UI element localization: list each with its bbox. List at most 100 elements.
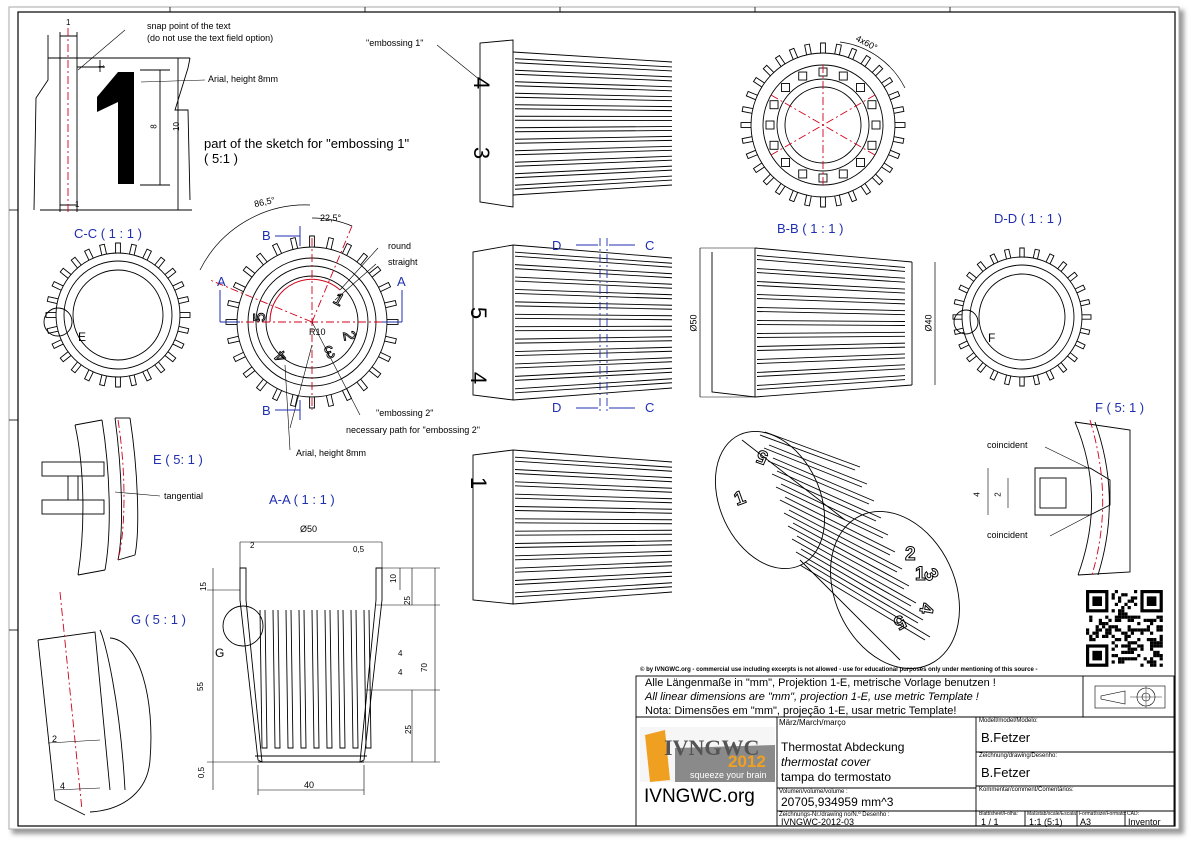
qr-module [1118,628,1122,632]
rib-line [756,259,906,272]
rib-line [514,506,673,510]
rib-line [764,431,861,468]
qr-module [1111,625,1115,629]
qr-module [1127,634,1131,638]
qr-module [1105,631,1109,635]
tooth [1057,362,1068,373]
rib-line [514,522,673,525]
qr-module [1137,654,1141,658]
tooth [745,149,758,160]
drawing-value: B.Fetzer [981,765,1031,780]
tooth [59,267,72,279]
qr-module [1156,654,1160,658]
rib-line [514,251,673,264]
qr-module [1137,628,1141,632]
dim-aa-05-bot: 0,5 [197,766,207,779]
dim-aa-4-a: 4 [398,649,403,658]
qr-module [1108,631,1112,635]
rib-line [756,307,906,312]
notch [781,158,790,167]
qr-module [1111,596,1115,600]
coincident-top-label: coincident [987,440,1028,450]
dim-g-2: 2 [52,734,58,744]
qr-module [1150,618,1154,622]
qr-module [1092,638,1096,642]
qr-module [1111,641,1115,645]
rib-line [756,364,906,373]
qr-module [1124,593,1128,597]
notch [798,169,808,179]
qr-module [1118,618,1122,622]
dim-10: 10 [171,122,181,131]
rib-line [514,544,673,548]
qr-module [1140,663,1144,667]
top-view-ring [740,41,906,208]
section-mark-a-left: A [217,274,226,289]
rib-line [756,357,906,364]
qr-module [1086,628,1090,632]
rib-line [756,342,906,347]
rib-line [756,353,906,360]
qr-finder-core [1092,596,1102,606]
cad-value: Inventor [1128,817,1161,827]
rib-line [514,554,673,561]
tooth [966,352,977,363]
tooth [741,136,753,144]
qr-module [1130,596,1134,600]
tooth [164,351,177,363]
rib-line [514,540,673,544]
tooth [325,237,335,250]
dim-dia50-bb: Ø50 [688,314,699,332]
tooth [242,265,256,278]
tooth [958,340,970,350]
qr-module [1089,638,1093,642]
rib-line [514,561,673,569]
rib-line [514,336,673,340]
rib-line [756,294,906,301]
tooth [46,296,59,304]
dim-aa-05-top: 0,5 [353,545,365,554]
qr-module [1121,650,1125,654]
dim-f-2: 2 [993,492,1003,497]
necessary-path-label: necessary path for "embossing 2" [346,425,480,435]
rib-line [514,313,673,317]
rib-line [514,135,673,140]
tooth [172,280,185,291]
rib [298,609,307,749]
qr-module [1150,647,1154,651]
detail-label-e-ring: E [78,330,87,344]
embossing2-label: "embossing 2" [376,408,434,418]
qr-module [1114,644,1118,648]
qr-module [1095,628,1099,632]
rib-line [514,575,673,585]
rib-line [514,268,673,279]
tooth [1079,298,1091,307]
title-pt: tampa do termostato [781,770,892,784]
rib-line [795,551,919,624]
rib-line [756,272,906,283]
rib-line [514,382,673,394]
drawing-no-label: Zeichnungs-Nr./drawing no/N.º Desenho : [779,812,890,818]
qr-module [1140,631,1144,635]
svg-text:2: 2 [339,329,359,342]
cone-digit-4b: 4 [466,371,492,385]
tooth [59,351,72,363]
qr-module [1124,612,1128,616]
rib-line [514,301,673,306]
dim-dia50-aa: Ø50 [300,524,318,534]
qr-module [1105,628,1109,632]
qr-module [1130,628,1134,632]
rib-line [514,69,673,78]
sheet-border [17,11,1176,827]
rib [311,609,320,749]
qr-module [1127,606,1131,610]
notch [781,83,790,92]
qr-module [1105,634,1109,638]
arial-8mm-label-2: Arial, height 8mm [296,448,367,458]
rib-line [514,529,673,532]
qr-module [1134,647,1138,651]
tooth [976,261,987,272]
qr-module [1134,641,1138,645]
tooth [172,339,185,350]
qr-module [1130,618,1134,622]
